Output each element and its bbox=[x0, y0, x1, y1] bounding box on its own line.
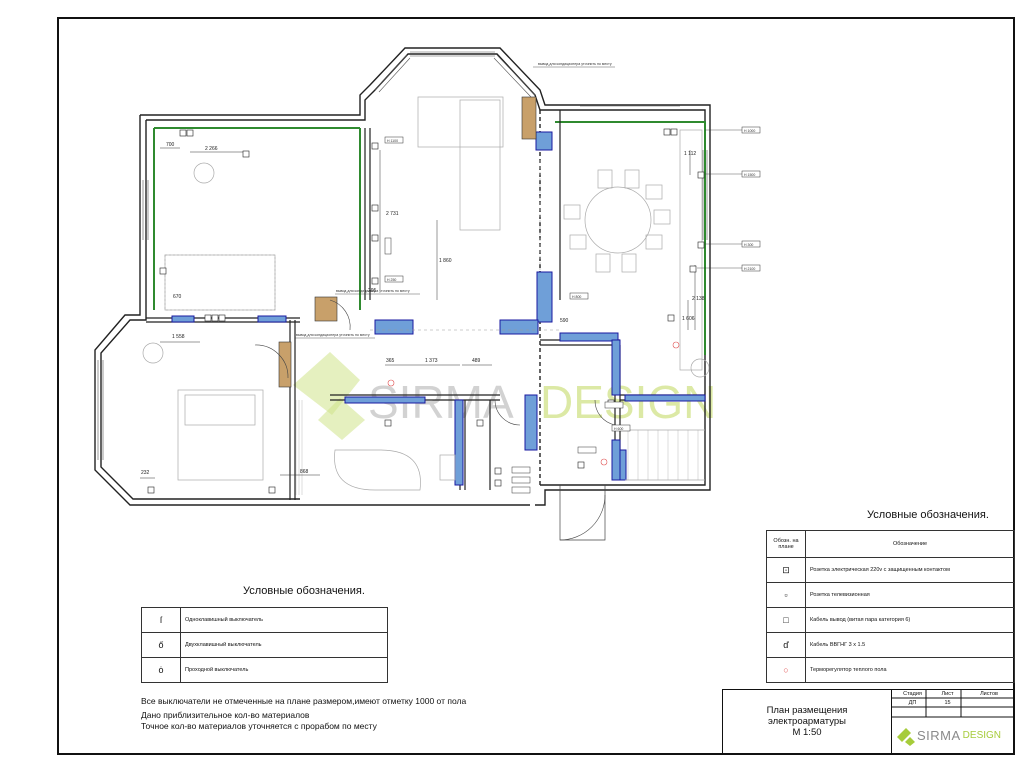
legend-right-col-symbol: Обозн. на плане bbox=[766, 530, 806, 558]
stamp-sheets-label: Листов bbox=[980, 691, 998, 697]
title-stamp: План размещения электроарматуры М 1:50 С… bbox=[722, 689, 1015, 755]
dimension-lines bbox=[140, 147, 696, 479]
legend-right-title: Условные обозначения. bbox=[867, 509, 989, 521]
stamp-title: План размещения электроарматуры М 1:50 bbox=[723, 690, 892, 753]
stamp-title-line-3: М 1:50 bbox=[792, 727, 822, 738]
doors bbox=[254, 96, 616, 541]
legend-left-title: Условные обозначения. bbox=[243, 585, 365, 597]
green-walls bbox=[153, 121, 706, 355]
legend-left-row-2: Двухклавишный выключатель bbox=[180, 632, 388, 658]
logo-mark-icon bbox=[897, 727, 915, 746]
stamp-sheet-label: Лист bbox=[941, 691, 954, 697]
wire-tag-4: Н 2100 bbox=[744, 267, 755, 271]
stamp-stage-value: ДП bbox=[908, 700, 917, 706]
passthrough-switch-icon: ȯ bbox=[141, 657, 181, 683]
legend-left-row-3: Проходной выключатель bbox=[180, 657, 388, 683]
legend-right-col-name: Обозначение bbox=[805, 530, 1015, 558]
legend-right-row-2: Розетка телевизионная bbox=[805, 582, 1015, 608]
windows bbox=[97, 51, 708, 460]
note-1: Все выключатели не отмеченные на плане р… bbox=[141, 696, 467, 706]
dim-2138: 2 138 bbox=[692, 296, 705, 302]
logo-design: DESIGN bbox=[962, 730, 1002, 741]
dim-1860: 1 860 bbox=[439, 258, 452, 264]
stamp-title-line-1: План размещения bbox=[766, 705, 848, 716]
dim-232: 232 bbox=[141, 470, 150, 476]
legend-left-row-1: Одноклавишный выключатель bbox=[180, 607, 388, 633]
legend-right-row-4: Кабель ВВГНГ 3 х 1.5 bbox=[805, 632, 1015, 658]
dashed-zones bbox=[370, 160, 560, 331]
legend-right-row-1: Розетка электрическая 220v с защищенным … bbox=[805, 557, 1015, 583]
wire-tag-5: Н 1100 bbox=[387, 139, 398, 143]
dim-1112: 1 112 bbox=[684, 151, 696, 157]
stamp-logo: SIRMA DESIGN bbox=[895, 718, 1013, 753]
stamp-stage-label: Стадия bbox=[903, 691, 922, 697]
cable-outlet-icon: □ bbox=[766, 607, 806, 633]
stamp-title-line-2: электроарматуры bbox=[767, 716, 847, 727]
dim-700: 700 bbox=[166, 142, 175, 148]
legend-right-table: Обозн. на плане Обозначение ⊡ Розетка эл… bbox=[766, 530, 1015, 683]
socket-icon: ⊡ bbox=[766, 557, 806, 583]
note-2: Дано приблизительное кол-во материалов bbox=[141, 710, 310, 720]
wire-tag-7: Н 800 bbox=[572, 295, 581, 299]
dim-489: 489 bbox=[472, 358, 481, 364]
legend-left-table: ſ Одноклавишный выключатель ő Двухклавиш… bbox=[141, 607, 388, 683]
wire-tag-3: Н 300 bbox=[744, 243, 753, 247]
ac-callout: вывод для кондиционера уточнить по месту… bbox=[295, 62, 615, 339]
dim-2266: 2 266 bbox=[205, 146, 218, 152]
stamp-grid: Стадия Лист Листов ДП 15 bbox=[895, 690, 1013, 717]
dim-295: 295 bbox=[368, 288, 377, 294]
dim-1373: 1 373 bbox=[425, 358, 438, 364]
cable-vvg-icon: ď bbox=[766, 632, 806, 658]
dim-365: 365 bbox=[386, 358, 395, 364]
sheet-frame bbox=[57, 17, 1015, 755]
tv-socket-icon: ▫ bbox=[766, 582, 806, 608]
interior-walls bbox=[146, 110, 705, 500]
logo-sirma: SIRMA bbox=[917, 728, 961, 743]
dim-2731: 2 731 bbox=[386, 211, 399, 217]
ac-callout-text: вывод для кондиционера уточнить по месту bbox=[538, 62, 612, 66]
wire-tags: Н 1000 Н 1500 Н 300 Н 2100 Н 1100 Н 250 … bbox=[384, 126, 761, 494]
watermark-design: DESIGN bbox=[540, 376, 716, 428]
ac-callout-text-3: вывод для кондиционера уточнить по месту bbox=[296, 333, 370, 337]
dim-590: 590 bbox=[560, 318, 569, 324]
wire-tag-2: Н 1500 bbox=[744, 173, 755, 177]
wire-tag-8: Н 600 bbox=[614, 427, 623, 431]
furniture bbox=[142, 96, 710, 495]
dim-868: 868 bbox=[300, 469, 309, 475]
single-switch-icon: ſ bbox=[141, 607, 181, 633]
note-3: Точное кол-во материалов уточняется с пр… bbox=[141, 721, 377, 731]
electrical-fixtures bbox=[147, 128, 705, 494]
exterior-walls bbox=[94, 47, 711, 506]
dimension-texts: 700 2 266 2 731 1 860 670 1 558 365 1 37… bbox=[141, 142, 705, 476]
blue-partitions bbox=[171, 131, 706, 486]
stamp-sheet-value: 15 bbox=[944, 700, 951, 706]
wire-tag-1: Н 1000 bbox=[744, 129, 755, 133]
stamp-grid-lines bbox=[891, 690, 1013, 718]
dim-1558: 1 558 bbox=[172, 334, 185, 340]
legend-right-row-3: Кабель вывод (витая пара категория 6) bbox=[805, 607, 1015, 633]
dim-670: 670 bbox=[173, 294, 182, 300]
double-switch-icon: ő bbox=[141, 632, 181, 658]
ac-callout-text-2: вывод для кондиционера уточнить по месту bbox=[336, 289, 410, 293]
legend-right-row-5: Терморегулятор теплого пола bbox=[805, 657, 1015, 683]
dim-1606: 1 606 bbox=[682, 316, 695, 322]
thermostat-icon: ○ bbox=[766, 657, 806, 683]
wire-tag-6: Н 250 bbox=[387, 278, 396, 282]
